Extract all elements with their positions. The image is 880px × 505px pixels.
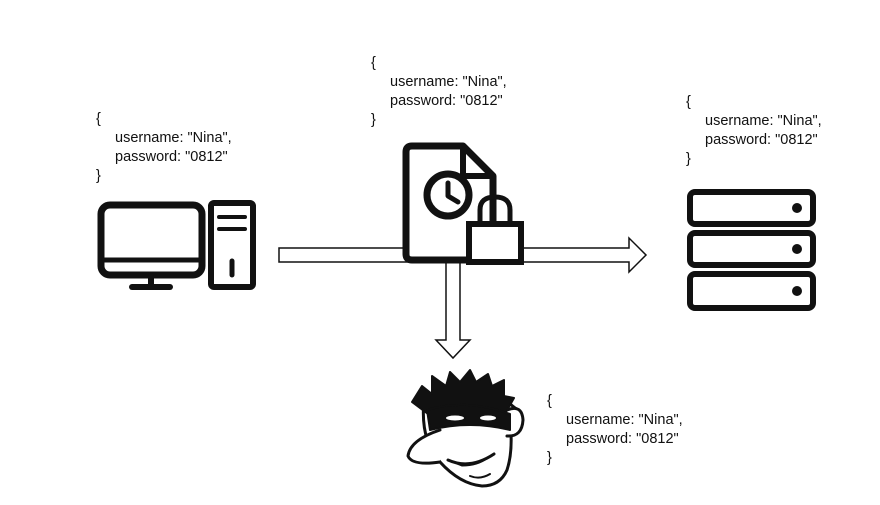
password-line: password: "0812" [705, 132, 818, 148]
locked-document-icon [402, 142, 524, 265]
close-brace: } [371, 112, 376, 128]
credentials-attacker: { username: "Nina", password: "0812" } [547, 392, 683, 468]
credentials-transit: { username: "Nina", password: "0812" } [371, 54, 507, 130]
username-line: username: "Nina", [705, 113, 822, 129]
desktop-computer-icon [97, 200, 256, 290]
open-brace: { [96, 111, 101, 127]
arrow-to-attacker [434, 261, 472, 360]
password-line: password: "0812" [115, 149, 228, 165]
open-brace: { [686, 94, 691, 110]
credentials-client: { username: "Nina", password: "0812" } [96, 110, 232, 186]
open-brace: { [371, 55, 376, 71]
username-line: username: "Nina", [390, 74, 507, 90]
username-line: username: "Nina", [115, 130, 232, 146]
server-rack-icon [687, 189, 816, 311]
close-brace: } [96, 168, 101, 184]
credentials-server: { username: "Nina", password: "0812" } [686, 93, 822, 169]
password-line: password: "0812" [566, 431, 679, 447]
username-line: username: "Nina", [566, 412, 683, 428]
close-brace: } [547, 450, 552, 466]
masked-hacker-icon [406, 369, 525, 488]
close-brace: } [686, 151, 691, 167]
password-line: password: "0812" [390, 93, 503, 109]
open-brace: { [547, 393, 552, 409]
